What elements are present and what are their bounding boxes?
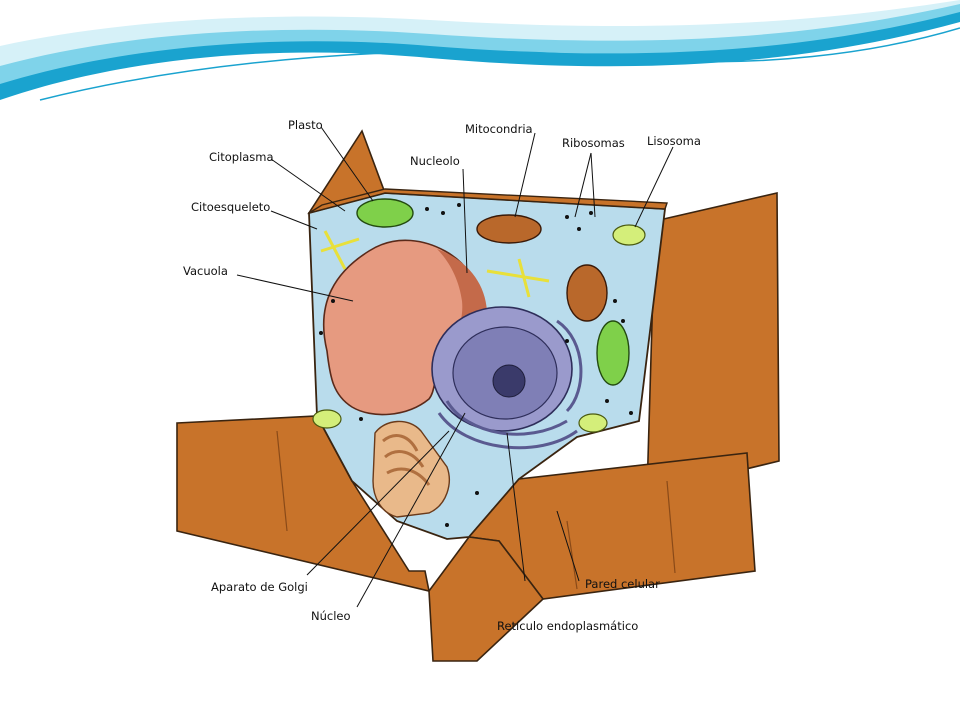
label-reticulo: Retículo endoplasmático (497, 619, 638, 633)
label-nucleo: Núcleo (311, 609, 351, 623)
label-lisosoma: Lisosoma (647, 134, 701, 148)
lysosome-left (312, 409, 342, 429)
cell-wall-crease-lines (276, 430, 676, 590)
golgi-cisternae (382, 434, 431, 486)
cell-wall-front-lower (428, 536, 545, 662)
lysosome-right (578, 413, 608, 433)
label-citoesqueleto: Citoesqueleto (191, 200, 270, 214)
mitochondrion-right (566, 264, 608, 322)
mitochondrion-top (476, 214, 542, 244)
label-nucleolo: Nucleolo (410, 154, 460, 168)
wave-white-band (0, 0, 960, 46)
plastid-top (356, 198, 414, 228)
wave-accent-line (39, 27, 960, 101)
endoplasmic-reticulum (437, 319, 583, 450)
label-citoplasma: Citoplasma (209, 150, 274, 164)
label-aparato-golgi: Aparato de Golgi (211, 580, 308, 594)
plastid-right (596, 320, 630, 386)
label-mitocondria: Mitocondria (465, 122, 533, 136)
label-ribosomas: Ribosomas (562, 136, 625, 150)
leader-lines (236, 126, 674, 608)
cytoskeleton (320, 230, 550, 298)
label-vacuola: Vacuola (183, 264, 228, 278)
plant-cell-diagram: Plasto Mitocondria Citoplasma Nucleolo R… (147, 101, 804, 692)
lysosome-top (612, 224, 646, 246)
cell-wall-rim (308, 188, 668, 214)
cell-wall-right-panel (646, 191, 780, 495)
nucleolus (492, 364, 526, 398)
label-pared-celular: Pared celular (585, 577, 660, 591)
label-plasto: Plasto (288, 118, 323, 132)
